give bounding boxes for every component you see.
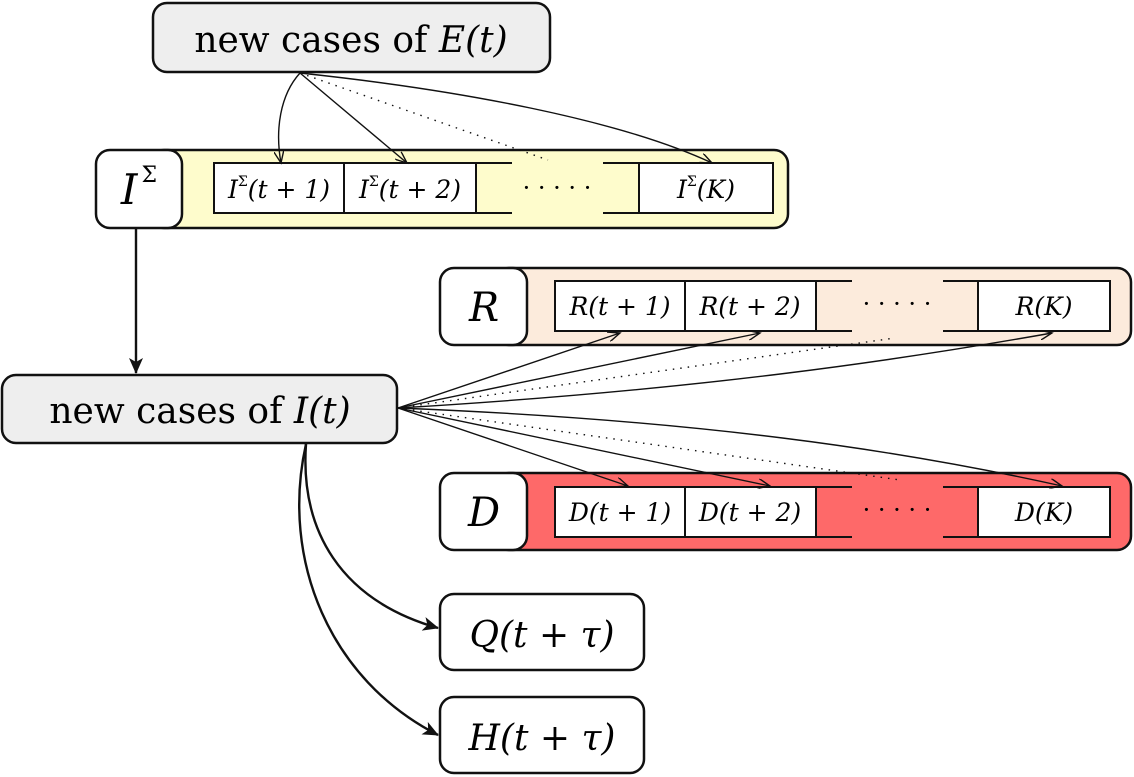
r-cell-1-label: R(t + 1) [568,292,670,321]
arrow-head [397,407,770,486]
arrow-head [279,72,301,163]
new-cases-e-node: new cases of E(t) [151,1,552,74]
arrow-dotted [397,337,896,409]
isigma-cell-1-label: IΣ(t + 1) [227,174,330,204]
d-cell-1 [554,486,686,538]
arrow-head [298,443,439,737]
isigma-cell-2 [343,162,477,214]
arrow-head [304,443,439,631]
arrow-head [299,72,712,163]
new-cases-e-label: new cases of E(t) [194,20,507,61]
r-node [438,266,529,347]
d-cell-k [977,486,1111,538]
d-queue: D D(t + 1) D(t + 2) · · · · · D(K) [438,471,1133,552]
q-node: Q(t + τ) [438,592,646,672]
d-cell-2-label: D(t + 2) [698,498,801,527]
r-cell-2 [684,280,817,332]
isigma-cell-k [638,162,774,214]
d-cell-1-label: D(t + 1) [568,498,671,527]
new-cases-i-node: new cases of I(t) [0,373,399,445]
h-node: H(t + τ) [438,695,646,775]
arrow-head [397,407,628,486]
isigma-cell-2-label: IΣ(t + 2) [358,174,461,204]
d-node [438,471,529,552]
d-node-label: D [467,490,500,536]
arrows-i-to-d [397,407,1062,486]
arrow-head [397,407,1062,486]
arrow-head [397,333,620,409]
q-node-label: Q(t + τ) [469,615,614,656]
arrow-head [397,333,1052,409]
r-ellipsis: · · · · · [863,290,932,318]
d-cell-k-label: D(K) [1014,498,1073,527]
arrow-dotted [299,72,549,161]
d-cell-2 [684,486,817,538]
r-node-label: R [468,285,499,331]
arrows-i-to-r [397,333,1052,409]
d-ellipsis: · · · · · [863,496,932,524]
isigma-node [94,148,184,230]
arrows-e-to-isigma [279,72,712,163]
arrow-head [299,72,407,163]
new-cases-i-label: new cases of I(t) [49,391,350,432]
arrows-i-to-qh [298,443,439,737]
h-node-label: H(t + τ) [468,718,616,759]
isigma-cell-k-label: IΣ(K) [676,174,735,204]
isigma-ellipsis: · · · · · [523,174,592,202]
r-cell-2-label: R(t + 2) [698,292,800,321]
r-cell-k-label: R(K) [1014,292,1072,321]
r-queue: R R(t + 1) R(t + 2) · · · · · R(K) [438,266,1133,347]
arrow-head [397,333,760,409]
